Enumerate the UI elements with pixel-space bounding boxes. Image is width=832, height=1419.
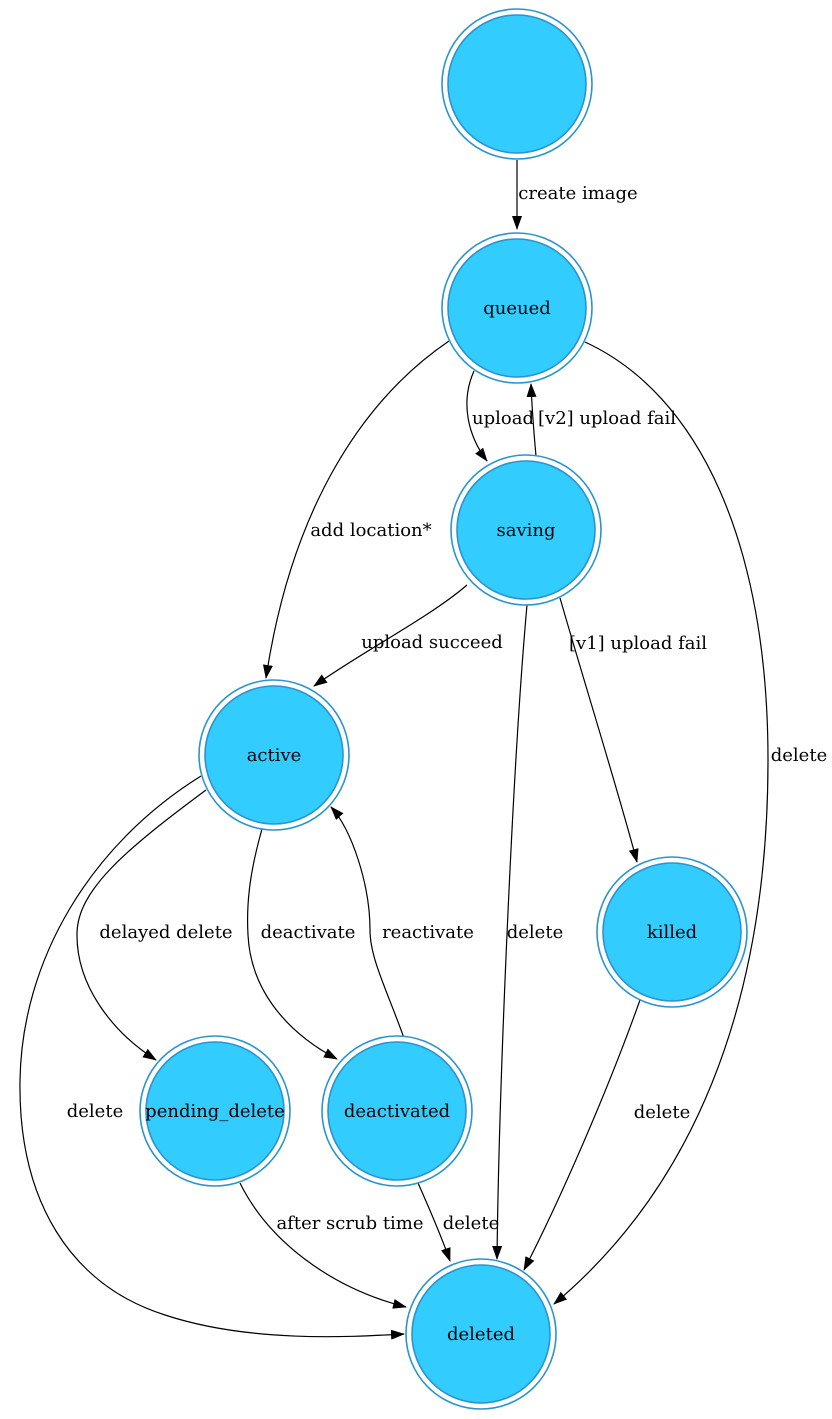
node-queued: queued (441, 232, 593, 384)
edge-label-upload-succeed: upload succeed (361, 632, 503, 653)
edge-label-delayed-delete: delayed delete (99, 922, 232, 943)
node-queued-body (447, 238, 587, 378)
edge-saving-to-queued (526, 383, 537, 457)
edge-queued-to-deleted (553, 341, 769, 1305)
edge-saving-to-killed (559, 597, 639, 863)
edge-label-deactivate: deactivate (261, 922, 356, 943)
node-killed-label: killed (647, 922, 697, 943)
edge-active-to-deleted (19, 775, 405, 1340)
node-saving-label: saving (496, 520, 555, 541)
edge-active-to-deactivated (246, 828, 338, 1060)
node-deactivated-label: deactivated (344, 1101, 450, 1122)
edge-label-delete-deactivated: delete (443, 1213, 499, 1234)
edge-group (19, 160, 769, 1340)
node-deleted: deleted (405, 1258, 557, 1410)
edge-label-delete-active: delete (67, 1101, 123, 1122)
node-killed-body (602, 862, 742, 1002)
node-deleted-label: deleted (447, 1324, 515, 1345)
edge-deactivated-to-active (330, 806, 405, 1039)
edge-active-to-pending-delete (76, 789, 207, 1061)
node-active-body (204, 685, 344, 825)
edge-label-group: create image upload [v2] upload fail add… (67, 183, 827, 1234)
edge-label-delete-queued: delete (771, 745, 827, 766)
edge-pending-delete-to-deleted (239, 1182, 407, 1309)
node-pending-delete-label: pending_delete (145, 1101, 285, 1122)
node-start (441, 8, 593, 160)
edge-queued-to-active (262, 340, 450, 679)
edge-saving-to-active (313, 584, 468, 687)
edge-label-after-scrub-time: after scrub time (276, 1213, 423, 1234)
edge-saving-to-deleted (492, 604, 528, 1260)
node-saving: saving (450, 454, 602, 606)
node-pending-delete-body (145, 1041, 285, 1181)
node-start-body (447, 14, 587, 154)
node-saving-body (456, 460, 596, 600)
edge-label-upload: upload (472, 408, 534, 429)
edge-label-delete-saving: delete (507, 922, 563, 943)
node-active: active (198, 679, 350, 831)
node-deleted-body (411, 1264, 551, 1404)
edge-deactivated-to-deleted (417, 1182, 451, 1262)
edge-label-v2-upload-fail: [v2] upload fail (538, 408, 676, 429)
node-active-label: active (247, 745, 302, 766)
edge-label-create-image: create image (518, 183, 637, 204)
node-killed: killed (596, 856, 748, 1008)
edge-queued-to-saving (466, 370, 488, 462)
node-pending-delete: pending_delete (139, 1035, 291, 1187)
node-deactivated-body (327, 1041, 467, 1181)
edge-killed-to-deleted (523, 999, 641, 1271)
edge-label-reactivate: reactivate (382, 922, 474, 943)
edge-label-delete-killed: delete (634, 1102, 690, 1123)
edge-label-add-location: add location* (310, 520, 431, 541)
node-deactivated: deactivated (321, 1035, 473, 1187)
edge-label-v1-upload-fail: [v1] upload fail (569, 633, 707, 654)
node-queued-label: queued (483, 298, 551, 319)
